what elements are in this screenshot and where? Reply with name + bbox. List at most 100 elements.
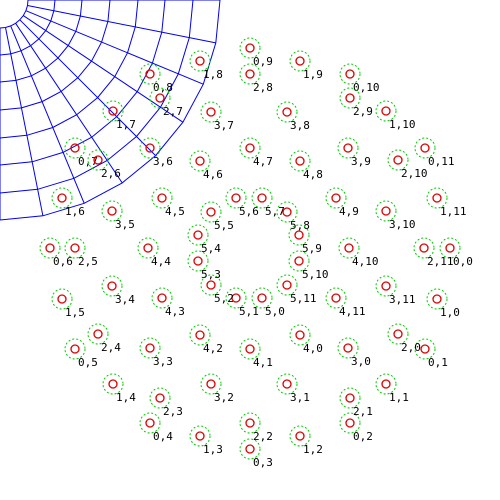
inner-ring — [432, 193, 442, 203]
point-label: 5,1 — [239, 305, 259, 318]
grid-point: 0,2 — [339, 412, 373, 443]
outer-ring — [151, 187, 173, 209]
outer-ring — [387, 323, 409, 345]
polar-mesh — [0, 0, 221, 221]
outer-ring — [87, 323, 109, 345]
inner-ring — [345, 393, 355, 403]
point-label: 2,7 — [163, 105, 183, 118]
grid-point: 3,10 — [375, 200, 416, 231]
grid-point: 5,7 — [251, 187, 285, 218]
grid-point: 0,8 — [139, 63, 173, 94]
outer-ring — [251, 187, 273, 209]
grid-point: 0,6 — [39, 237, 73, 268]
point-label: 3,6 — [153, 155, 173, 168]
grid-point: 1,8 — [189, 50, 223, 81]
outer-ring — [251, 287, 273, 309]
outer-ring — [200, 373, 222, 395]
inner-ring — [157, 293, 167, 303]
inner-ring — [257, 193, 267, 203]
grid-point: 2,6 — [87, 149, 121, 180]
grid-point: 0,10 — [339, 63, 380, 94]
inner-ring — [195, 330, 205, 340]
inner-ring — [295, 56, 305, 66]
inner-ring — [245, 69, 255, 79]
outer-ring — [414, 137, 436, 159]
outer-ring — [189, 150, 211, 172]
point-label: 5,4 — [201, 242, 221, 255]
inner-ring — [206, 107, 216, 117]
inner-ring — [70, 143, 80, 153]
inner-ring — [345, 418, 355, 428]
outer-ring — [375, 100, 397, 122]
outer-ring — [426, 288, 448, 310]
outer-ring — [149, 87, 171, 109]
outer-ring — [139, 63, 161, 85]
inner-ring — [331, 293, 341, 303]
grid-point: 1,10 — [375, 100, 416, 131]
mesh-spoke-5 — [15, 23, 123, 184]
outer-ring — [189, 425, 211, 447]
point-label: 5,2 — [214, 292, 234, 305]
outer-ring — [239, 37, 261, 59]
point-label: 1,3 — [203, 443, 223, 456]
point-label: 0,4 — [153, 430, 173, 443]
grid-point: 4,0 — [289, 324, 323, 355]
outer-ring — [200, 274, 222, 296]
mesh-spoke-7 — [5, 27, 44, 216]
inner-ring — [381, 379, 391, 389]
outer-ring — [139, 137, 161, 159]
outer-ring — [102, 373, 124, 395]
outer-ring — [276, 101, 298, 123]
point-label: 1,8 — [203, 68, 223, 81]
grid-point: 3,2 — [200, 373, 234, 404]
grid-point: 5,5 — [200, 201, 234, 232]
grid-point: 4,11 — [325, 287, 366, 318]
outer-ring — [426, 187, 448, 209]
grid-point: 0,4 — [139, 412, 173, 443]
outer-ring — [337, 337, 359, 359]
grid-point: 2,1 — [339, 387, 373, 418]
grid-point: 2,3 — [149, 387, 183, 418]
inner-ring — [57, 193, 67, 203]
grid-point: 0,9 — [239, 37, 273, 68]
outer-ring — [276, 274, 298, 296]
point-label: 0,8 — [153, 81, 173, 94]
point-label: 2,11 — [427, 255, 454, 268]
inner-ring — [231, 293, 241, 303]
inner-ring — [381, 106, 391, 116]
grid-point: 3,1 — [276, 373, 310, 404]
inner-ring — [107, 206, 117, 216]
point-label: 1,6 — [65, 205, 85, 218]
outer-ring — [137, 237, 159, 259]
inner-ring — [282, 379, 292, 389]
outer-ring — [288, 224, 310, 246]
inner-ring — [245, 43, 255, 53]
inner-ring — [420, 344, 430, 354]
grid-point: 2,8 — [239, 63, 273, 94]
grid-point: 3,7 — [200, 101, 234, 132]
inner-ring — [145, 343, 155, 353]
point-label: 1,2 — [303, 443, 323, 456]
outer-ring — [139, 337, 161, 359]
inner-ring — [206, 379, 216, 389]
grid-point: 1,9 — [289, 50, 323, 81]
point-label: 4,4 — [151, 255, 171, 268]
inner-ring — [145, 143, 155, 153]
inner-ring — [193, 230, 203, 240]
inner-ring — [193, 256, 203, 266]
outer-ring — [101, 275, 123, 297]
outer-ring — [87, 149, 109, 171]
inner-ring — [343, 343, 353, 353]
point-label: 4,2 — [203, 342, 223, 355]
outer-ring — [39, 237, 61, 259]
inner-ring — [343, 143, 353, 153]
point-label: 5,9 — [302, 242, 322, 255]
point-label: 0,9 — [253, 55, 273, 68]
grid-point: 3,4 — [101, 275, 135, 306]
outer-ring — [375, 373, 397, 395]
outer-ring — [189, 50, 211, 72]
grid-point: 5,9 — [288, 224, 322, 255]
grid-point: 5,2 — [200, 274, 234, 305]
point-label: 4,1 — [253, 356, 273, 369]
grid-point: 0,1 — [414, 338, 448, 369]
